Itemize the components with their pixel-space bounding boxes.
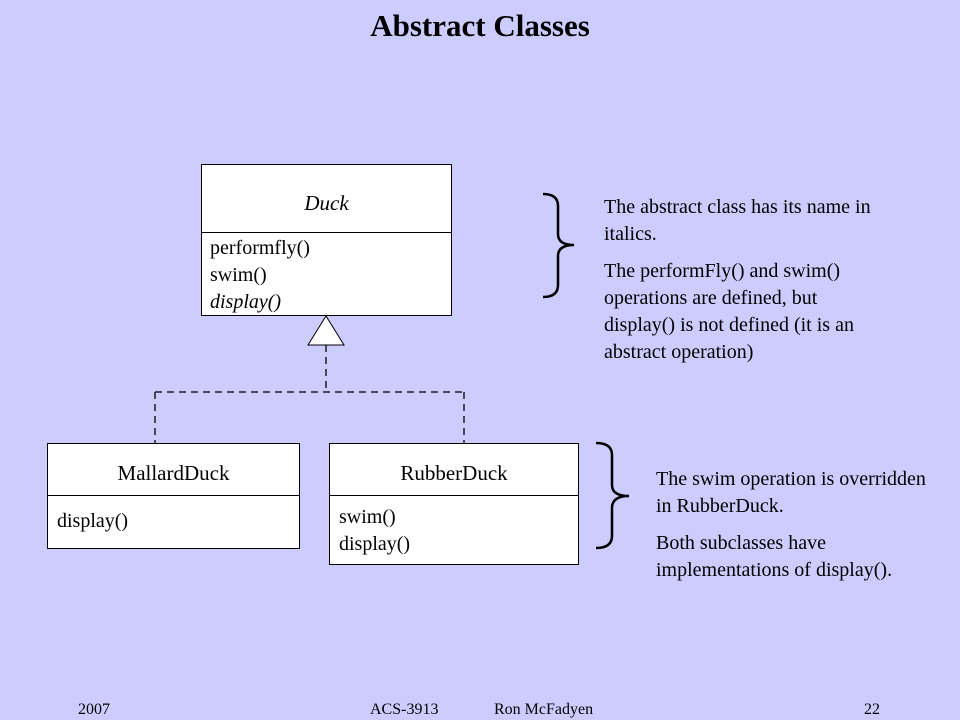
note-paragraph: The swim operation is overridden in Rubb…: [656, 468, 926, 517]
operations-rubber-duck: swim() display(): [330, 496, 578, 558]
class-name-mallard-duck: MallardDuck: [48, 444, 299, 496]
inheritance-triangle: [307, 315, 345, 346]
operation-display: display(): [339, 533, 411, 555]
class-rubber-duck: RubberDuck swim() display(): [329, 443, 579, 565]
operations-duck: performfly() swim() display(): [202, 233, 451, 316]
dashed-inheritance-lines: [154, 345, 465, 443]
note-abstract-class: The abstract class has its name in itali…: [604, 194, 879, 376]
brace-abstract-note: [542, 192, 575, 299]
class-mallard-duck: MallardDuck display(): [47, 443, 300, 549]
class-name-duck: Duck: [202, 165, 451, 233]
operation-performfly: performfly(): [210, 237, 310, 259]
brace-subclass-note: [595, 441, 630, 550]
operation-swim: swim(): [210, 264, 267, 286]
note-paragraph: Both subclasses have implementations of …: [656, 532, 893, 581]
note-subclasses: The swim operation is overridden in Rubb…: [656, 466, 931, 594]
operations-mallard-duck: display(): [48, 496, 299, 535]
slide-title: Abstract Classes: [370, 8, 590, 43]
note-paragraph: The abstract class has its name in itali…: [604, 196, 871, 245]
operation-display: display(): [57, 510, 129, 532]
footer-course: ACS-3913: [370, 701, 439, 718]
footer-page-number: 22: [864, 701, 880, 718]
operation-swim: swim(): [339, 506, 396, 528]
note-paragraph: The performFly() and swim() operations a…: [604, 260, 854, 363]
class-duck: Duck performfly() swim() display(): [201, 164, 452, 316]
footer-year: 2007: [78, 701, 110, 718]
footer-author: Ron McFadyen: [494, 701, 594, 718]
class-name-rubber-duck: RubberDuck: [330, 444, 578, 496]
operation-display-abstract: display(): [210, 291, 282, 313]
